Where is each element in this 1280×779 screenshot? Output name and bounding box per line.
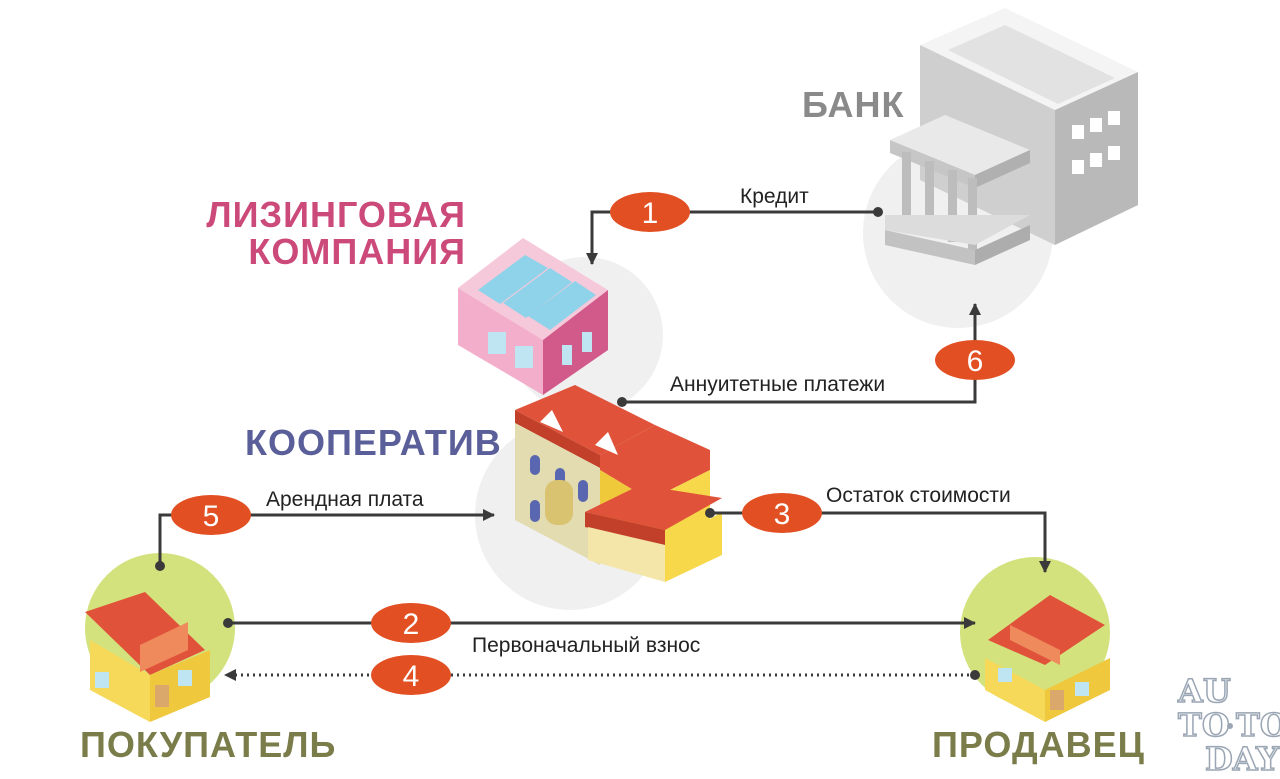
flow-label-annuity: Аннуитетные платежи [670,373,885,396]
step-badge-2: 2 [371,603,451,643]
step-badge-5: 5 [171,495,251,535]
seller-label: ПРОДАВЕЦ [932,724,1145,765]
flow-5-line [158,509,495,566]
step-badge-3: 3 [742,493,822,533]
step-number: 5 [203,500,220,533]
watermark-to-1: TO [1178,706,1230,744]
flow-label-down-payment: Первоначальный взнос [472,634,700,657]
flow-label-remaining-cost: Остаток стоимости [826,484,1011,507]
seller-house-icon [985,595,1110,722]
flow-label-rent: Арендная плата [266,488,424,511]
cooperative-building-icon [515,385,722,582]
watermark-au: AU [1177,672,1231,710]
buyer-label: ПОКУПАТЕЛЬ [80,724,336,765]
step-number: 6 [967,345,984,378]
step-number: 4 [403,660,420,693]
bank-building-icon [885,8,1138,265]
leasing-label-line1: ЛИЗИНГОВАЯ [206,194,466,235]
cooperative-label: КООПЕРАТИВ [245,422,502,463]
bank-label: БАНК [802,84,905,125]
leasing-label-line2: КОМПАНИЯ [248,231,466,272]
step-badge-1: 1 [610,192,690,232]
step-badge-4: 4 [371,655,451,695]
watermark-to-2: TO [1236,706,1280,744]
step-number: 1 [642,197,659,230]
leasing-building-icon [458,238,608,395]
watermark-day: DAY [1205,740,1280,778]
flow-label-credit: Кредит [740,185,809,208]
flow-6-line [622,303,981,404]
buyer-house-icon [85,592,210,722]
step-badge-6: 6 [935,340,1015,380]
step-number: 2 [403,608,420,641]
autotoday-watermark: AU TO TO DAY [1176,671,1280,779]
step-number: 3 [774,498,791,531]
flow-1-line [586,210,878,265]
